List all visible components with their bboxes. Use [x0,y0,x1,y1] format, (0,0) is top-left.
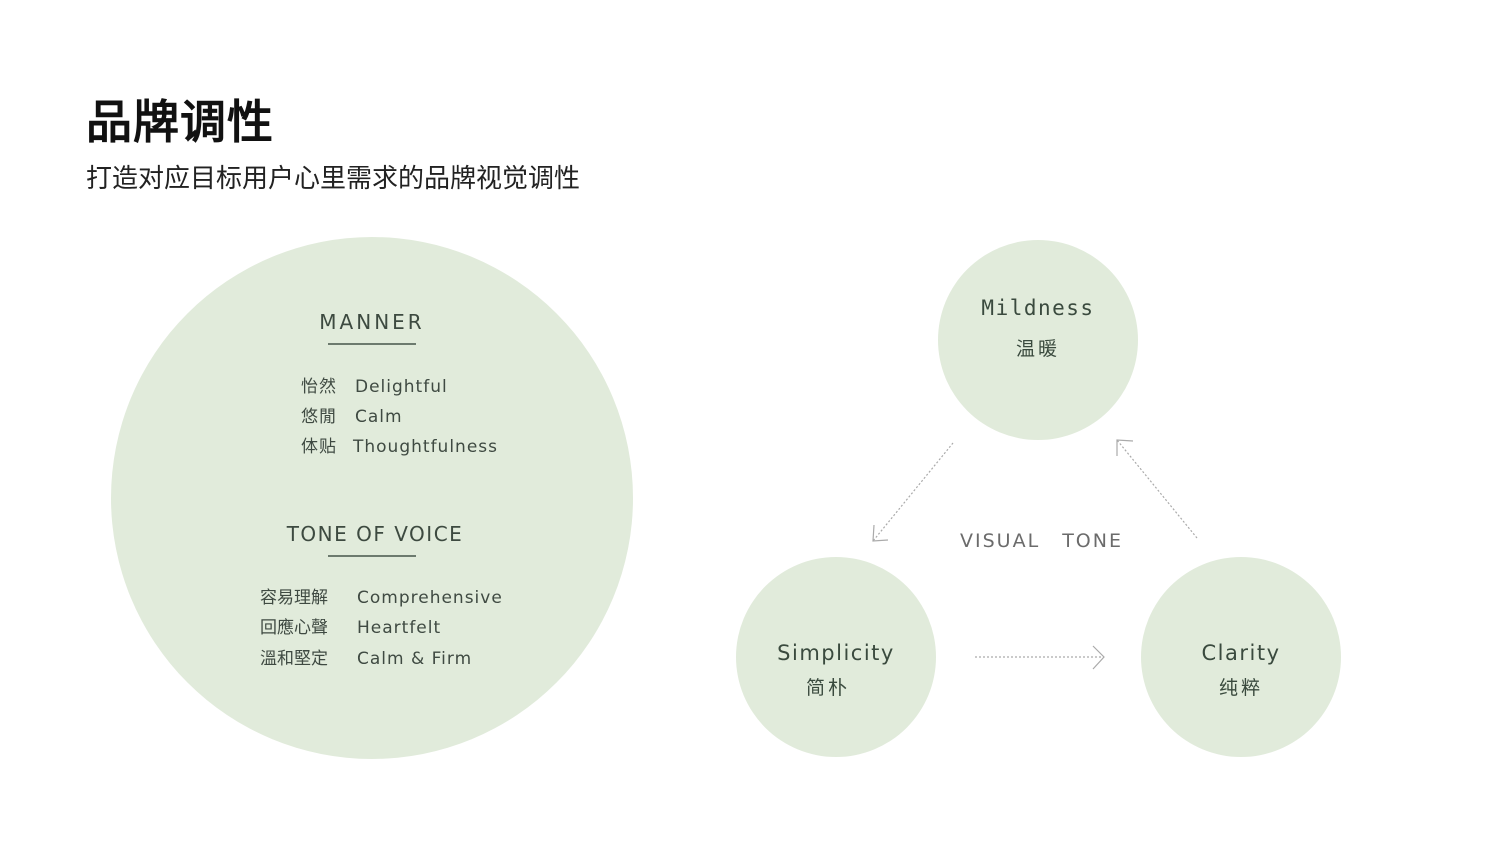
tone-item-zh: 回應心聲 [260,618,328,638]
node-label-zh: 简朴 [805,677,850,699]
page-subtitle: 打造对应目标用户心里需求的品牌视觉调性 [86,164,581,194]
node-clarity: Clarity 纯粹 [1141,557,1341,757]
tone-item: 溫和堅定 Calm & Firm [260,644,472,669]
arrow-clarity-to-mildness [1116,439,1198,539]
manner-item: 悠閒 Calm [301,402,403,427]
tone-item-en: Calm & Firm [357,649,473,669]
manner-item-en: Thoughtfulness [353,437,498,457]
manner-item: 体贴 Thoughtfulness [301,432,498,457]
manner-title: MANNER [319,310,425,334]
page-title: 品牌调性 [86,95,274,149]
visual-tone-label: VISUAL TONE [960,530,1123,552]
manner-divider [328,343,416,345]
manner-item-en: Delightful [355,377,448,397]
node-mildness: Mildness 温暖 [938,240,1138,440]
manner-item-zh: 体贴 [301,437,337,457]
arrow-head-icon [872,524,889,542]
tone-of-voice-title: TONE OF VOICE [286,522,464,546]
tone-of-voice-divider [328,555,416,557]
node-label-en: Simplicity [777,641,895,665]
node-label-en: Clarity [1201,641,1281,665]
tone-item-zh: 容易理解 [260,588,328,608]
manner-item-en: Calm [355,407,403,427]
tone-item-zh: 溫和堅定 [260,649,328,669]
tone-item-en: Heartfelt [357,618,442,638]
node-label-zh: 纯粹 [1218,677,1263,699]
tone-item-en: Comprehensive [357,588,503,608]
tone-item: 容易理解 Comprehensive [260,583,503,608]
arrow-mildness-to-simplicity [872,442,954,542]
manner-item: 怡然 Delightful [301,372,448,397]
tone-item: 回應心聲 Heartfelt [260,613,441,638]
manner-item-zh: 怡然 [301,377,337,397]
arrow-head-icon [1092,645,1105,670]
manner-tone-circle [111,237,633,759]
arrow-head-icon [1116,439,1134,456]
node-simplicity: Simplicity 简朴 [736,557,936,757]
node-label-en: Mildness [981,296,1095,320]
node-label-zh: 温暖 [1015,338,1060,360]
manner-item-zh: 悠閒 [301,407,337,427]
